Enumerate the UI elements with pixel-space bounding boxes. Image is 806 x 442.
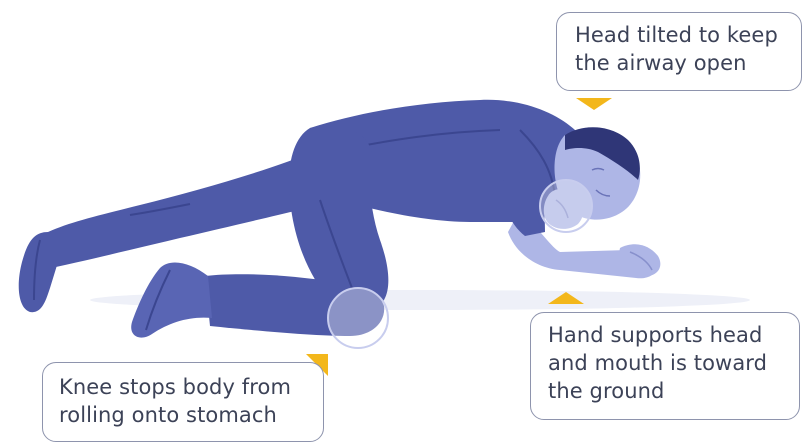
front-foot (131, 262, 212, 337)
head-marker (576, 98, 612, 110)
knee-highlight (328, 288, 388, 348)
callout-head-line-1: Head tilted to keep (575, 21, 801, 49)
callout-knee-line-2: rolling onto stomach (59, 401, 323, 429)
callout-knee-line-1: Knee stops body from (59, 373, 323, 401)
callout-head-line-2: the airway open (575, 49, 801, 77)
callout-knee: Knee stops body from rolling onto stomac… (42, 362, 324, 442)
callout-hand-line-3: the ground (548, 377, 799, 405)
callout-hand-line-2: and mouth is toward (548, 349, 799, 377)
callout-hand-line-1: Hand supports head (548, 321, 799, 349)
callout-head: Head tilted to keep the airway open (556, 12, 802, 91)
recovery-position-diagram: Head tilted to keep the airway open Hand… (0, 0, 806, 428)
hand-highlight (540, 180, 592, 232)
callout-hand: Hand supports head and mouth is toward t… (530, 312, 800, 420)
sleeve (503, 170, 545, 236)
